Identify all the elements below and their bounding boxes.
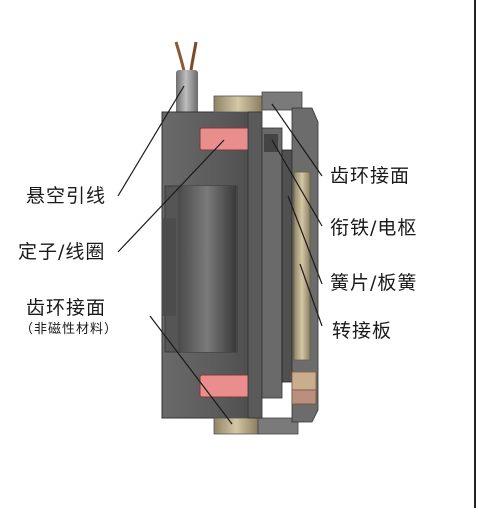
leader-armature — [271, 139, 323, 227]
page-edge-divider — [474, 0, 476, 508]
label-armature: 衔铁/电枢 — [330, 217, 418, 239]
stator-housing — [161, 111, 261, 419]
label-stator-coil: 定子/线圈 — [18, 241, 106, 263]
label-spring-plate: 簧片/板簧 — [330, 272, 418, 294]
toothed-ring-parts — [213, 91, 303, 435]
leader-adapter-plate — [299, 263, 323, 327]
lead-wires — [174, 41, 198, 114]
label-toothed-ring-right: 齿环接面 — [330, 165, 411, 187]
leader-toothed-ring-left — [149, 315, 233, 425]
armature-plate — [247, 111, 283, 419]
label-toothed-ring-left: 齿环接面 — [26, 297, 107, 319]
label-suspended-lead: 悬空引线 — [26, 185, 107, 207]
spring-plate — [281, 149, 293, 383]
leader-toothed-ring-right — [271, 103, 323, 177]
label-adapter-plate: 转接板 — [332, 320, 393, 342]
leader-suspended-lead — [117, 85, 185, 197]
label-toothed-ring-left-note: （非磁性材料） — [20, 322, 119, 337]
leader-lines — [117, 85, 323, 425]
leader-spring-plate — [287, 195, 323, 285]
leader-stator-coil — [117, 139, 225, 253]
